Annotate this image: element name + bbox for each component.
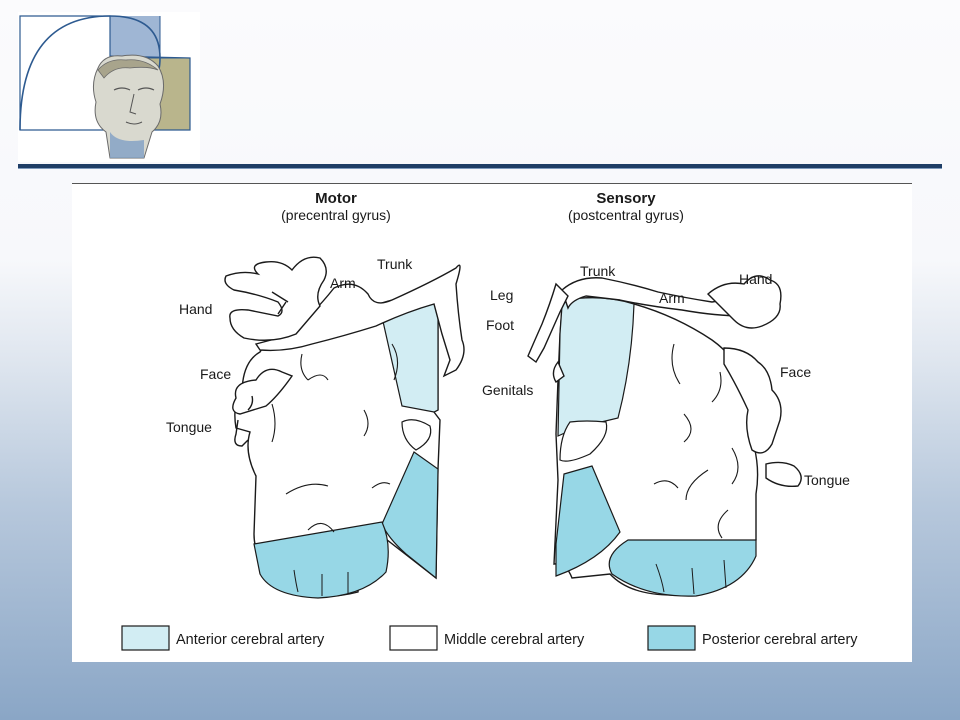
sensory-label-arm: Arm	[659, 290, 685, 306]
motor-label-hand: Hand	[179, 301, 212, 317]
motor-homunculus	[224, 256, 465, 447]
sensory-label-leg: Leg	[490, 287, 513, 303]
sensory-posterior-territory-inferior	[608, 539, 757, 597]
legend-label-anterior: Anterior cerebral artery	[176, 632, 325, 648]
sensory-label-face: Face	[780, 364, 811, 380]
sensory-label-genitals: Genitals	[482, 382, 533, 398]
artery-territory-figure: Motor (precentral gyrus) Hand Arm Trunk …	[72, 184, 912, 662]
motor-label-tongue: Tongue	[166, 419, 212, 435]
sensory-label-trunk: Trunk	[580, 263, 616, 279]
sensory-title: Sensory	[596, 190, 656, 207]
motor-title: Motor	[315, 190, 357, 207]
sensory-homunculus	[527, 275, 802, 488]
legend-label-middle: Middle cerebral artery	[444, 632, 585, 648]
motor-label-face: Face	[200, 366, 231, 382]
sensory-section: Sensory (postcentral gyrus) Trunk Hand L…	[482, 190, 850, 597]
legend-label-posterior: Posterior cerebral artery	[702, 632, 858, 648]
sensory-posterior-territory-medial	[555, 465, 621, 577]
legend-swatch-posterior	[647, 625, 696, 651]
sensory-subtitle: (postcentral gyrus)	[568, 207, 684, 223]
legend-swatch-anterior	[121, 625, 170, 651]
motor-label-arm: Arm	[330, 275, 356, 291]
sensory-label-hand: Hand	[739, 271, 772, 287]
motor-label-trunk: Trunk	[377, 256, 413, 272]
motor-section: Motor (precentral gyrus) Hand Arm Trunk …	[166, 190, 465, 599]
sensory-label-tongue: Tongue	[804, 472, 850, 488]
motor-subtitle: (precentral gyrus)	[281, 207, 391, 223]
figure-top-rule	[72, 183, 912, 184]
motor-posterior-territory-inferior	[253, 521, 389, 599]
legend: Anterior cerebral artery Middle cerebral…	[121, 625, 858, 651]
logo	[18, 12, 200, 162]
golden-spiral-greek-head-logo-icon	[18, 12, 200, 162]
header-rule	[18, 164, 942, 168]
sensory-label-foot: Foot	[486, 317, 514, 333]
legend-swatch-middle	[389, 625, 438, 651]
